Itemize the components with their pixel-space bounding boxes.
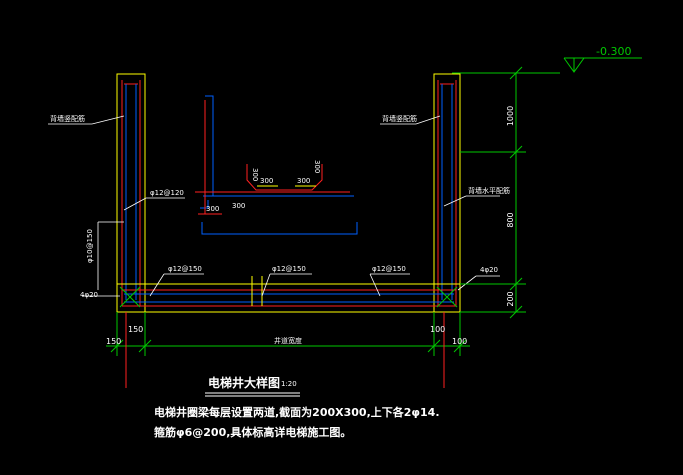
left-wall-rebar	[121, 80, 141, 306]
bottom-dim-left-inner: 150	[128, 325, 143, 334]
vertical-dimension-line	[460, 66, 526, 319]
label-right-wall-horizontal: 背墙水平配筋	[468, 186, 510, 195]
label-left-corner: 4φ20	[80, 291, 98, 299]
elevation-value: -0.300	[596, 45, 631, 58]
vertical-dim-1: 1000	[506, 106, 515, 126]
drawing-title: 电梯井大样图	[208, 375, 280, 390]
bottom-slab	[116, 283, 461, 313]
detail-dim-e: 300	[206, 205, 219, 213]
label-left-wall-vertical: 背墙竖配筋	[50, 114, 85, 123]
vertical-dim-3: 200	[506, 291, 515, 306]
note-line-2: 箍筋φ6@200,具体标高详电梯施工图。	[154, 425, 351, 439]
label-slab-right: φ12@150	[372, 265, 406, 273]
note-line-1: 电梯井圈梁每层设置两道,截面为200X300,上下各2φ14.	[154, 405, 440, 419]
label-left-vertical-rebar: φ10@150	[86, 229, 94, 263]
bottom-dimension-line	[106, 312, 470, 388]
beam-detail	[195, 95, 358, 235]
label-left-wall-rebar: φ12@120	[150, 189, 184, 197]
detail-dim-b: 300	[260, 177, 273, 185]
label-slab-left: φ12@150	[168, 265, 202, 273]
label-right-wall-vertical: 背墙竖配筋	[382, 114, 417, 123]
detail-dim-a: 300	[251, 168, 259, 181]
title-underline	[205, 392, 300, 397]
bottom-dim-middle: 井道宽度	[274, 336, 302, 345]
slab-ties	[124, 293, 454, 303]
detail-dim-d: 300	[313, 160, 321, 173]
left-wall-ties	[125, 84, 137, 300]
elevation-marker	[452, 57, 642, 74]
bottom-dim-right-inner: 100	[430, 325, 445, 334]
slab-rebar	[122, 289, 456, 307]
bottom-dim-right-outer: 100	[452, 337, 467, 346]
right-wall-ties	[441, 84, 453, 300]
drawing-scale: 1:20	[281, 380, 297, 388]
corner-marks	[119, 286, 458, 308]
detail-dim-c: 300	[297, 177, 310, 185]
right-wall-rebar	[437, 80, 457, 306]
label-right-corner: 4φ20	[480, 266, 498, 274]
bottom-dim-left-outer: 150	[106, 337, 121, 346]
left-wall	[116, 73, 146, 313]
label-slab-mid: φ12@150	[272, 265, 306, 273]
inner-pit-outline	[144, 74, 435, 306]
detail-dim-f: 300	[232, 202, 245, 210]
label-leaders	[48, 115, 500, 297]
vertical-dim-2: 800	[506, 212, 515, 227]
